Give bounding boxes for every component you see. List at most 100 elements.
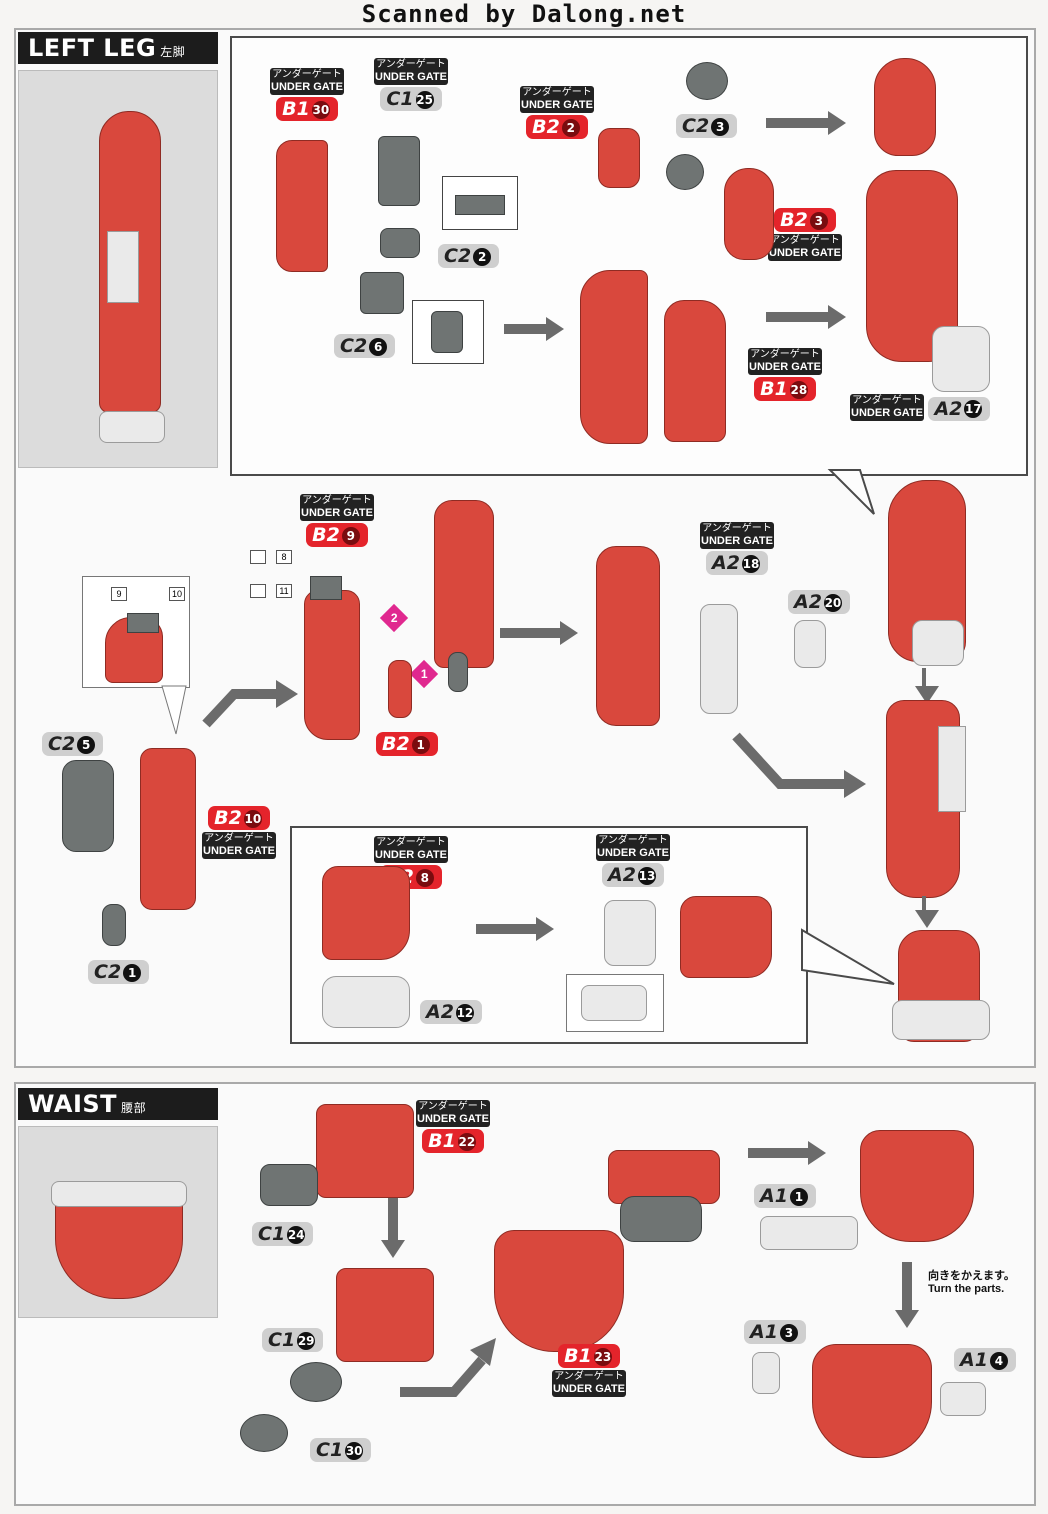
waist-title: WAIST [28,1090,118,1118]
part-a2-20 [794,620,826,668]
sticker-11-icon [250,584,266,598]
part-waist-joints [620,1196,702,1242]
part-shin-white [938,726,966,812]
part-b1-28 [664,300,726,442]
left-leg-reference-photo [18,70,218,468]
part-thigh-white [912,620,964,666]
foot-callout-pointer [801,928,895,985]
arrow-down [895,1262,919,1328]
part-b2-1 [388,660,412,718]
part-c2-6 [360,272,404,314]
part-c1-25 [378,136,420,206]
part-shin-front [304,590,360,740]
sticker-8-icon [250,550,266,564]
part-waist-inner [336,1268,434,1362]
detail-c2-6 [431,311,463,353]
sticker-detail-box: 9 10 [82,576,190,688]
leg-white-detail [107,231,139,303]
part-a2-18 [700,604,738,714]
arrow-right [476,917,554,941]
part-a1-3 [752,1352,780,1394]
part-c1-29 [290,1362,342,1402]
arrow-down-small [915,668,939,704]
waist-reference-photo [18,1126,218,1318]
callout-pointer [827,469,875,515]
arrow-right [766,111,846,135]
arrow-down [381,1198,405,1258]
part-b1-22 [316,1104,414,1198]
part-b2-10 [140,748,196,910]
part-a1-1 [760,1216,858,1250]
part-c2-3-a [666,154,704,190]
part-c2-5 [62,760,114,852]
sticker-9: 9 [111,587,127,601]
arrow-down-small [915,896,939,928]
part-b2-9 [434,500,494,668]
left-leg-title: LEFT LEG [28,34,157,62]
foot-white [99,411,165,443]
part-a2-12 [322,976,410,1028]
part-b2-3 [724,168,774,260]
sticker-10: 10 [169,587,185,601]
part-a2-17 [932,326,990,392]
part-c2-1 [102,904,126,946]
detail-box-1 [442,176,518,230]
watermark: Scanned by Dalong.net [361,0,687,28]
part-foot-assembled [680,896,772,978]
part-c1-30 [240,1414,288,1452]
foot-detail-box [566,974,664,1032]
turn-parts-note: 向きをかえます。 Turn the parts. [928,1270,1024,1296]
arrow-right [500,621,578,645]
arrow-up-right [202,680,298,728]
turn-note-jp: 向きをかえます。 [928,1270,1015,1282]
sticker-11: 11 [276,584,292,598]
part-thigh-top [874,58,936,156]
part-a1-4 [940,1382,986,1416]
turn-note-en: Turn the parts. [928,1283,1005,1295]
sticker-strip [127,613,159,633]
part-foot-sole [892,1000,990,1040]
arrow-right [748,1141,826,1165]
left-leg-title-jp: 左脚 [160,45,186,59]
part-b1-30 [276,140,328,272]
part-a2-13 [604,900,656,966]
waist-title-jp: 腰部 [121,1101,147,1115]
part-c1-24 [260,1164,318,1206]
arrow-right [504,317,564,341]
part-waist-frame [608,1150,720,1204]
part-c2-2 [380,228,420,258]
part-c2-3-b [686,62,728,100]
detail-box-2 [412,300,484,364]
part-waist-assembled [860,1130,974,1242]
arrow-right [766,305,846,329]
callout-pointer-small [161,685,187,735]
part-b1-23 [494,1230,624,1352]
part-lower-thigh [580,270,648,444]
part-joint [448,652,468,692]
